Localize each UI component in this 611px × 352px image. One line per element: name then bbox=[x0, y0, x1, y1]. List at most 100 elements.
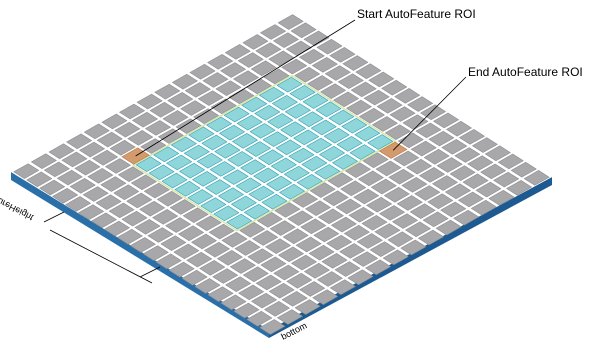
end-roi-label: End AutoFeature ROI bbox=[468, 65, 583, 79]
grid-cell bbox=[173, 243, 200, 260]
grid-cell bbox=[207, 286, 234, 302]
roi-cell bbox=[188, 126, 215, 143]
grid-cell bbox=[194, 278, 221, 294]
grid-cell bbox=[255, 274, 282, 291]
grid-cell bbox=[228, 88, 255, 105]
grid-cell bbox=[422, 211, 449, 228]
grid-cell bbox=[274, 202, 301, 218]
roi-cell bbox=[267, 113, 294, 129]
grid-cell bbox=[165, 217, 191, 233]
roi-cell bbox=[315, 101, 342, 117]
grid-cell bbox=[96, 131, 123, 148]
grid-cell bbox=[273, 32, 299, 48]
grid-cell bbox=[292, 192, 318, 208]
roi-cell bbox=[174, 181, 201, 197]
grid-cell bbox=[415, 122, 442, 139]
roi-cell bbox=[280, 121, 307, 137]
grid-cell bbox=[400, 239, 427, 256]
grid-cell bbox=[186, 251, 213, 268]
grid-cell bbox=[127, 130, 154, 146]
roi-cell bbox=[179, 162, 205, 179]
grid-cell bbox=[480, 163, 507, 180]
grid-cell bbox=[31, 153, 57, 169]
roi-cell bbox=[253, 167, 280, 184]
grid-cell bbox=[384, 124, 411, 140]
grid-cell bbox=[340, 180, 367, 196]
roi-cell bbox=[323, 127, 350, 144]
grid-cell bbox=[405, 221, 431, 237]
grid-cell bbox=[299, 48, 325, 65]
grid-cell bbox=[217, 250, 243, 266]
grid-cell bbox=[303, 30, 330, 47]
grid-side-front bbox=[11, 172, 269, 338]
grid-cell bbox=[78, 204, 104, 220]
grid-cell bbox=[251, 292, 277, 309]
grid-cell bbox=[185, 82, 211, 98]
grid-cell bbox=[376, 98, 403, 114]
grid-cell bbox=[294, 67, 321, 83]
grid-cell bbox=[388, 168, 415, 185]
roi-cell bbox=[245, 141, 271, 157]
roi-cell bbox=[296, 174, 323, 190]
roi-cell bbox=[153, 146, 179, 162]
grid-cell bbox=[230, 258, 256, 274]
grid-cell bbox=[191, 233, 217, 250]
grid-cell bbox=[523, 170, 550, 186]
grid-cell bbox=[39, 179, 65, 196]
roi-cell bbox=[219, 124, 245, 141]
grid-cell bbox=[307, 75, 334, 91]
grid-cell bbox=[237, 52, 264, 68]
end-roi-leader-line bbox=[392, 76, 467, 151]
grid-cell bbox=[311, 57, 338, 73]
grid-cell bbox=[387, 231, 414, 247]
grid-cell bbox=[169, 199, 196, 215]
grid-cell bbox=[379, 205, 405, 221]
roi-cell bbox=[235, 177, 262, 193]
grid-cell bbox=[198, 90, 224, 106]
grid-cell bbox=[300, 218, 327, 234]
roi-cell bbox=[336, 136, 363, 152]
grid-cell bbox=[204, 241, 230, 258]
grid-cell bbox=[243, 266, 269, 283]
grid-cell bbox=[100, 176, 127, 192]
grid-cell bbox=[101, 113, 128, 130]
grid-cell bbox=[264, 301, 290, 317]
grid-cell bbox=[233, 302, 260, 319]
grid-cell bbox=[256, 212, 283, 228]
grid-cell bbox=[140, 138, 167, 154]
grid-cell bbox=[382, 249, 409, 266]
roi-cell bbox=[236, 115, 263, 131]
grid-cell bbox=[375, 160, 402, 177]
grid-cell bbox=[52, 188, 78, 204]
grid-cell bbox=[286, 272, 313, 289]
grid-cell bbox=[13, 163, 40, 179]
grid-cell bbox=[172, 74, 198, 90]
grid-cell bbox=[131, 174, 157, 191]
grid-cell bbox=[84, 123, 110, 140]
roi-cell bbox=[276, 76, 303, 93]
grid-cell bbox=[212, 268, 238, 284]
grid-cell bbox=[316, 38, 343, 55]
grid-cell bbox=[180, 100, 206, 116]
grid-cell bbox=[208, 223, 235, 240]
roi-cell bbox=[261, 194, 288, 210]
grid-cell bbox=[435, 219, 462, 236]
grid-cell bbox=[136, 93, 163, 110]
grid-cell bbox=[260, 24, 286, 40]
roi-cell bbox=[213, 205, 240, 222]
grid-cell bbox=[61, 151, 88, 168]
grid-cell bbox=[65, 196, 91, 212]
grid-cell bbox=[313, 226, 340, 243]
grid-cell bbox=[155, 253, 182, 270]
grid-cell bbox=[401, 177, 428, 193]
roi-cell bbox=[301, 156, 328, 172]
grid-cell bbox=[149, 102, 176, 118]
grid-cell bbox=[318, 208, 344, 225]
grid-cell bbox=[225, 44, 251, 60]
grid-cell bbox=[484, 145, 511, 161]
grid-cell bbox=[175, 118, 202, 134]
grid-cell bbox=[295, 236, 322, 253]
grid-cell bbox=[470, 199, 497, 216]
grid-cell bbox=[432, 175, 458, 191]
grid-cell bbox=[202, 72, 229, 88]
